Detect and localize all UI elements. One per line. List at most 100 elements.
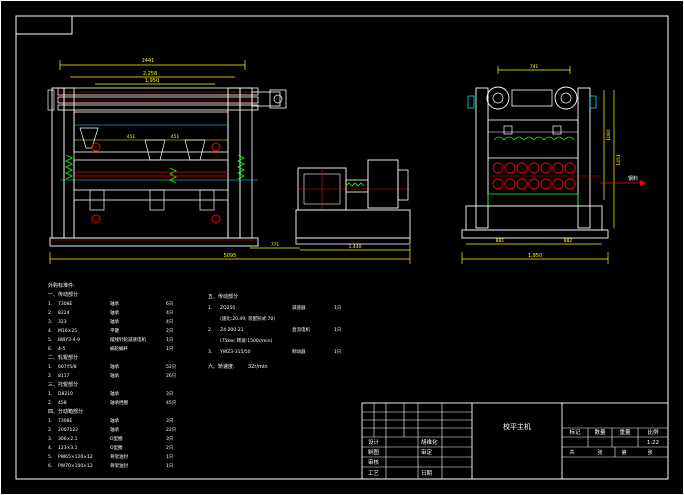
notes-row-name: 骨架油封 bbox=[110, 462, 128, 469]
notes-row-name: 轴承 bbox=[110, 300, 119, 307]
notes-row-qty: 1只 bbox=[166, 337, 174, 343]
notes-row-qty: 1只 bbox=[166, 346, 174, 352]
notes-row-code: (速比:20.49; 装配形式:70) bbox=[220, 315, 275, 322]
scale-value: 1:22 bbox=[647, 440, 659, 446]
notes-row-name: 摆线针轮减速电机 bbox=[110, 336, 146, 343]
sheet-total-label: 共 bbox=[569, 449, 574, 456]
notes-row-code: PW70×100×12 bbox=[58, 463, 93, 469]
notes-row-name: O型圈 bbox=[110, 444, 123, 451]
notes-row-code: 323 bbox=[58, 319, 67, 325]
notes-row-qty: 1只 bbox=[334, 349, 342, 355]
notes-row-no: 2. bbox=[48, 400, 52, 406]
notes-row-no: 4. bbox=[48, 445, 52, 451]
notes-row-code: 123×3.1 bbox=[58, 445, 78, 451]
notes-row-code: (75kw; 转速:1500r/min) bbox=[220, 337, 273, 344]
notes-row-code: 607Y5/8 bbox=[58, 364, 77, 370]
sheet-no-unit: 张 bbox=[647, 449, 652, 456]
dim-side-bottom-left: 881 bbox=[496, 238, 505, 244]
notes-row-name: 轴承 bbox=[110, 390, 119, 397]
role-design-name: 胡维化 bbox=[421, 438, 438, 446]
notes-section-heading: 三、托辊部分 bbox=[48, 381, 78, 388]
notes-row-name: 轴承 bbox=[110, 417, 119, 424]
notes-row-name: 轴承挡圈 bbox=[110, 399, 128, 406]
dim-side-bottom-right: 882 bbox=[564, 238, 573, 244]
notes-row-no: 3. bbox=[208, 349, 212, 355]
notes-row-code: 8117 bbox=[58, 373, 70, 379]
notes-row-no: 2. bbox=[48, 373, 52, 379]
notes-row-code: PW65×120×12 bbox=[58, 454, 93, 460]
notes-row-qty: 4只 bbox=[166, 310, 174, 316]
header-qty: 数量 bbox=[594, 428, 606, 436]
notes-section-heading: 五、传动部分 bbox=[208, 293, 238, 300]
notes-row-qty: 4只 bbox=[166, 319, 174, 325]
notes-row-qty: 52只 bbox=[166, 364, 177, 370]
notes-row-code: 8224 bbox=[58, 310, 70, 316]
notes-row-name: 制动器 bbox=[292, 348, 306, 355]
notes-row-no: 3. bbox=[48, 319, 52, 325]
notes-row-qty: 3只 bbox=[166, 418, 174, 424]
notes-row-no: 6. bbox=[48, 463, 52, 469]
notes-row-name: 轴承 bbox=[110, 426, 119, 433]
notes-row-qty: 3只 bbox=[166, 436, 174, 442]
notes-row-no: 2. bbox=[208, 327, 212, 333]
drawing-title: 校平主机 bbox=[503, 422, 531, 431]
notes-row-qty: 1只 bbox=[334, 327, 342, 333]
title-block: 校平主机 标记 数量 重量 比例 1:22 共 张 第 张 设计 胡维化 制图 … bbox=[361, 402, 669, 480]
role-draw-name: 审定 bbox=[421, 448, 433, 456]
notes-row-qty: 26只 bbox=[166, 373, 177, 379]
notes-row-qty: 1只 bbox=[334, 305, 342, 311]
header-weight: 重量 bbox=[619, 428, 631, 436]
header-mark: 标记 bbox=[569, 428, 581, 436]
role-draw: 制图 bbox=[368, 448, 380, 456]
notes-row-code: 4-5 bbox=[58, 346, 65, 352]
notes-row-no: 6. bbox=[48, 346, 52, 352]
notes-row-qty: 2只 bbox=[166, 328, 174, 334]
header-scale: 比例 bbox=[647, 428, 659, 436]
notes-section-heading: 一、传动部分 bbox=[48, 291, 78, 298]
front-view: 2441 2,258 1,950 451 451 bbox=[47, 58, 411, 264]
dim-front-center-a: 451 bbox=[127, 134, 136, 140]
notes-row-name: 轴承 bbox=[110, 309, 119, 316]
notes-row-qty: 6只 bbox=[166, 301, 174, 307]
dim-side-top: 741 bbox=[530, 64, 539, 70]
notes-row-code: 7308E bbox=[58, 418, 72, 424]
notes-section-heading: 四、分动箱部分 bbox=[48, 408, 83, 415]
notes-row-code: 2007122 bbox=[58, 427, 78, 433]
sheet-total-unit: 张 bbox=[597, 449, 602, 456]
notes-row-no: 2. bbox=[48, 310, 52, 316]
notes-row-no: 1. bbox=[208, 305, 212, 311]
side-label: 钢料 bbox=[628, 175, 638, 182]
dim-side-total: 1,950 bbox=[528, 253, 542, 259]
notes-row-no: 4. bbox=[48, 328, 52, 334]
role-process-name: 日期 bbox=[421, 470, 433, 477]
notes-row-no: 5. bbox=[48, 454, 52, 460]
dim-front-top: 2441 bbox=[142, 58, 155, 64]
notes-row-no: 3. bbox=[48, 436, 52, 442]
dim-front-bottom-left: 771 bbox=[271, 242, 280, 248]
dim-side-right: 1451 bbox=[616, 154, 622, 166]
role-review: 审核 bbox=[368, 458, 380, 466]
drive-unit bbox=[295, 159, 411, 245]
notes-row-qty: 45只 bbox=[166, 400, 177, 406]
notes-row-code: M16×25 bbox=[58, 328, 77, 334]
notes-row-code: 458 bbox=[58, 400, 67, 406]
notes-row-name: 减速器 bbox=[292, 304, 306, 311]
sheet-no-label: 第 bbox=[621, 449, 626, 456]
dim-side-height: 1080 bbox=[606, 129, 612, 141]
notes-row-code: 7308E bbox=[58, 301, 72, 307]
notes-speed-value: 32r/min bbox=[248, 364, 268, 370]
corner-box bbox=[15, 15, 73, 35]
dim-front-bottom-right: 1,440 bbox=[349, 244, 362, 250]
notes-row-code: BWY3-4-9 bbox=[58, 337, 80, 343]
notes-section-heading: 六、矫速度: bbox=[208, 363, 235, 370]
dim-front-center-b: 451 bbox=[171, 134, 180, 140]
notes-row-name: 骨架油封 bbox=[110, 453, 128, 460]
role-design: 设计 bbox=[368, 438, 380, 446]
notes-row-name: 蜗轮蜗杆 bbox=[110, 345, 128, 352]
notes-row-qty: 22只 bbox=[166, 427, 177, 433]
dim-front-inner: 1,950 bbox=[145, 78, 159, 84]
notes-row-qty: 1只 bbox=[166, 463, 174, 469]
